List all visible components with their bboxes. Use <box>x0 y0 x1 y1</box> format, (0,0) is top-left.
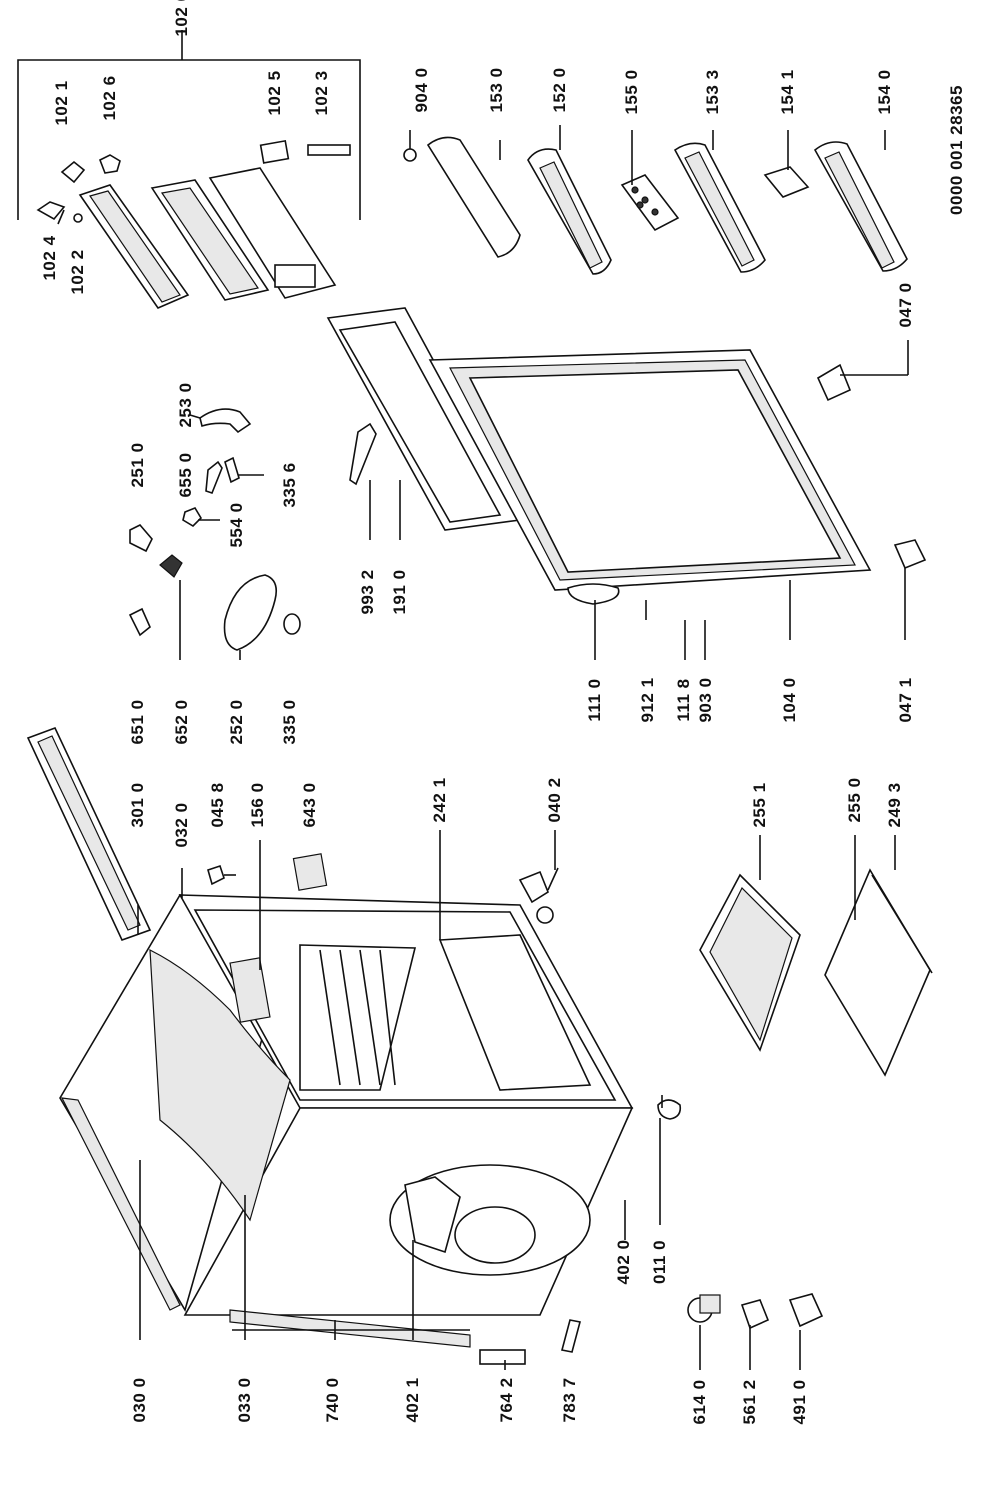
loose-parts <box>687 1293 824 1330</box>
door-gasket <box>326 307 522 531</box>
top-cover <box>26 726 152 941</box>
shelves <box>699 868 933 1077</box>
small-hardware <box>207 853 559 924</box>
door-panel <box>428 349 927 640</box>
door-bins <box>403 130 909 402</box>
bracket-102-group <box>17 30 361 220</box>
control-parts <box>128 408 377 651</box>
cabinet-body <box>59 894 682 1365</box>
crisper-cover-set <box>36 139 351 309</box>
leader-lines <box>137 125 896 1370</box>
